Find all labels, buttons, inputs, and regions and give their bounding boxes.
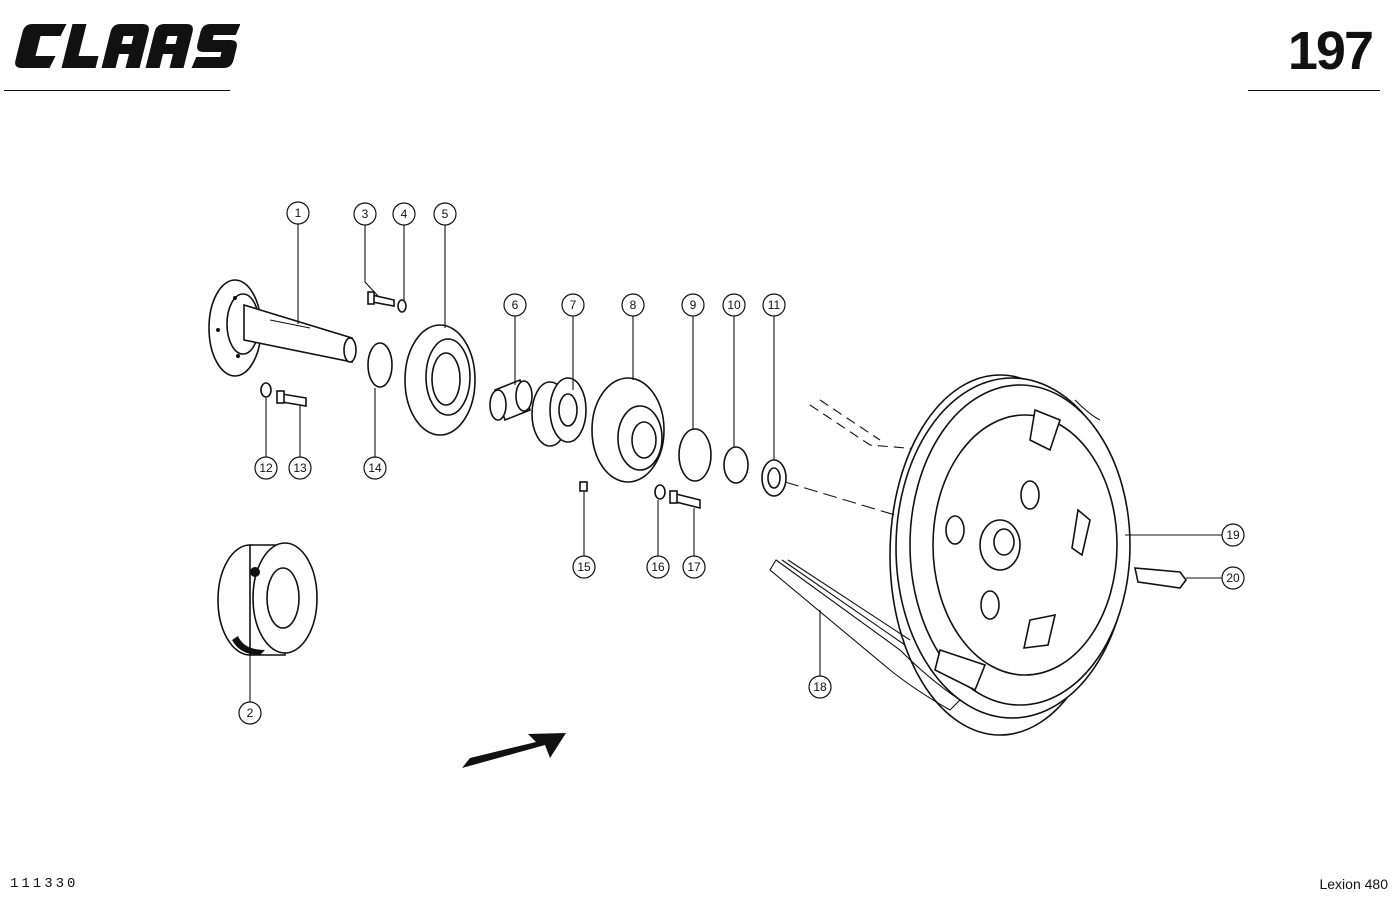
svg-text:5: 5 xyxy=(442,207,449,221)
callout-16: 16 xyxy=(646,555,670,579)
key-part xyxy=(1133,567,1187,589)
svg-text:3: 3 xyxy=(362,207,369,221)
callout-4: 4 xyxy=(392,202,416,226)
direction-arrow-icon xyxy=(462,733,566,768)
svg-text:19: 19 xyxy=(1226,528,1240,542)
screw-washer-part xyxy=(367,291,407,313)
svg-text:7: 7 xyxy=(570,298,577,312)
callout-8: 8 xyxy=(621,293,645,317)
svg-text:14: 14 xyxy=(368,461,382,475)
model-name: Lexion 480 xyxy=(1319,876,1388,892)
svg-text:12: 12 xyxy=(259,461,273,475)
seal-part xyxy=(678,428,712,482)
svg-text:4: 4 xyxy=(401,207,408,221)
bushing-part xyxy=(489,378,533,422)
callout-6: 6 xyxy=(503,293,527,317)
callout-13: 13 xyxy=(288,456,312,480)
seal-ring-part xyxy=(367,342,393,388)
pulley-part xyxy=(809,374,1131,736)
drawing-id: 111330 xyxy=(10,876,79,892)
svg-text:1: 1 xyxy=(295,206,302,220)
leader-lines xyxy=(249,224,1222,702)
callout-1: 1 xyxy=(286,201,310,225)
svg-text:10: 10 xyxy=(727,298,741,312)
svg-text:9: 9 xyxy=(690,298,697,312)
callout-20: 20 xyxy=(1221,566,1245,590)
svg-text:16: 16 xyxy=(651,560,665,574)
bearing-part xyxy=(531,377,587,447)
cover-plate-part xyxy=(591,377,665,483)
shaft-flange-part xyxy=(208,279,357,377)
snap-ring-part xyxy=(723,446,749,484)
callout-17: 17 xyxy=(682,555,706,579)
callout-5: 5 xyxy=(433,202,457,226)
callout-10: 10 xyxy=(722,293,746,317)
callout-2: 2 xyxy=(238,701,262,725)
svg-text:17: 17 xyxy=(687,560,701,574)
callout-18: 18 xyxy=(808,675,832,699)
callout-15: 15 xyxy=(572,555,596,579)
callout-3: 3 xyxy=(353,202,377,226)
svg-text:2: 2 xyxy=(247,706,254,720)
svg-text:20: 20 xyxy=(1226,571,1240,585)
callout-19: 19 xyxy=(1221,523,1245,547)
callout-12: 12 xyxy=(254,456,278,480)
callout-11: 11 xyxy=(762,293,786,317)
locknut-part xyxy=(761,459,787,497)
header-rule-right xyxy=(1248,90,1380,91)
callout-9: 9 xyxy=(681,293,705,317)
belt-part xyxy=(769,559,961,711)
svg-text:11: 11 xyxy=(768,298,781,312)
svg-text:6: 6 xyxy=(512,298,519,312)
svg-text:15: 15 xyxy=(577,560,591,574)
hub-part xyxy=(217,542,318,656)
svg-text:8: 8 xyxy=(630,298,637,312)
callout-14: 14 xyxy=(363,456,387,480)
header-rule-left xyxy=(4,90,230,91)
fastener-set-part xyxy=(579,481,701,510)
svg-text:13: 13 xyxy=(293,461,307,475)
claas-logo xyxy=(15,24,240,68)
bearing-housing-part xyxy=(404,324,476,436)
washer-bolt-part xyxy=(260,382,307,407)
page-number: 197 xyxy=(1287,21,1374,81)
svg-text:18: 18 xyxy=(813,680,827,694)
callout-7: 7 xyxy=(561,293,585,317)
